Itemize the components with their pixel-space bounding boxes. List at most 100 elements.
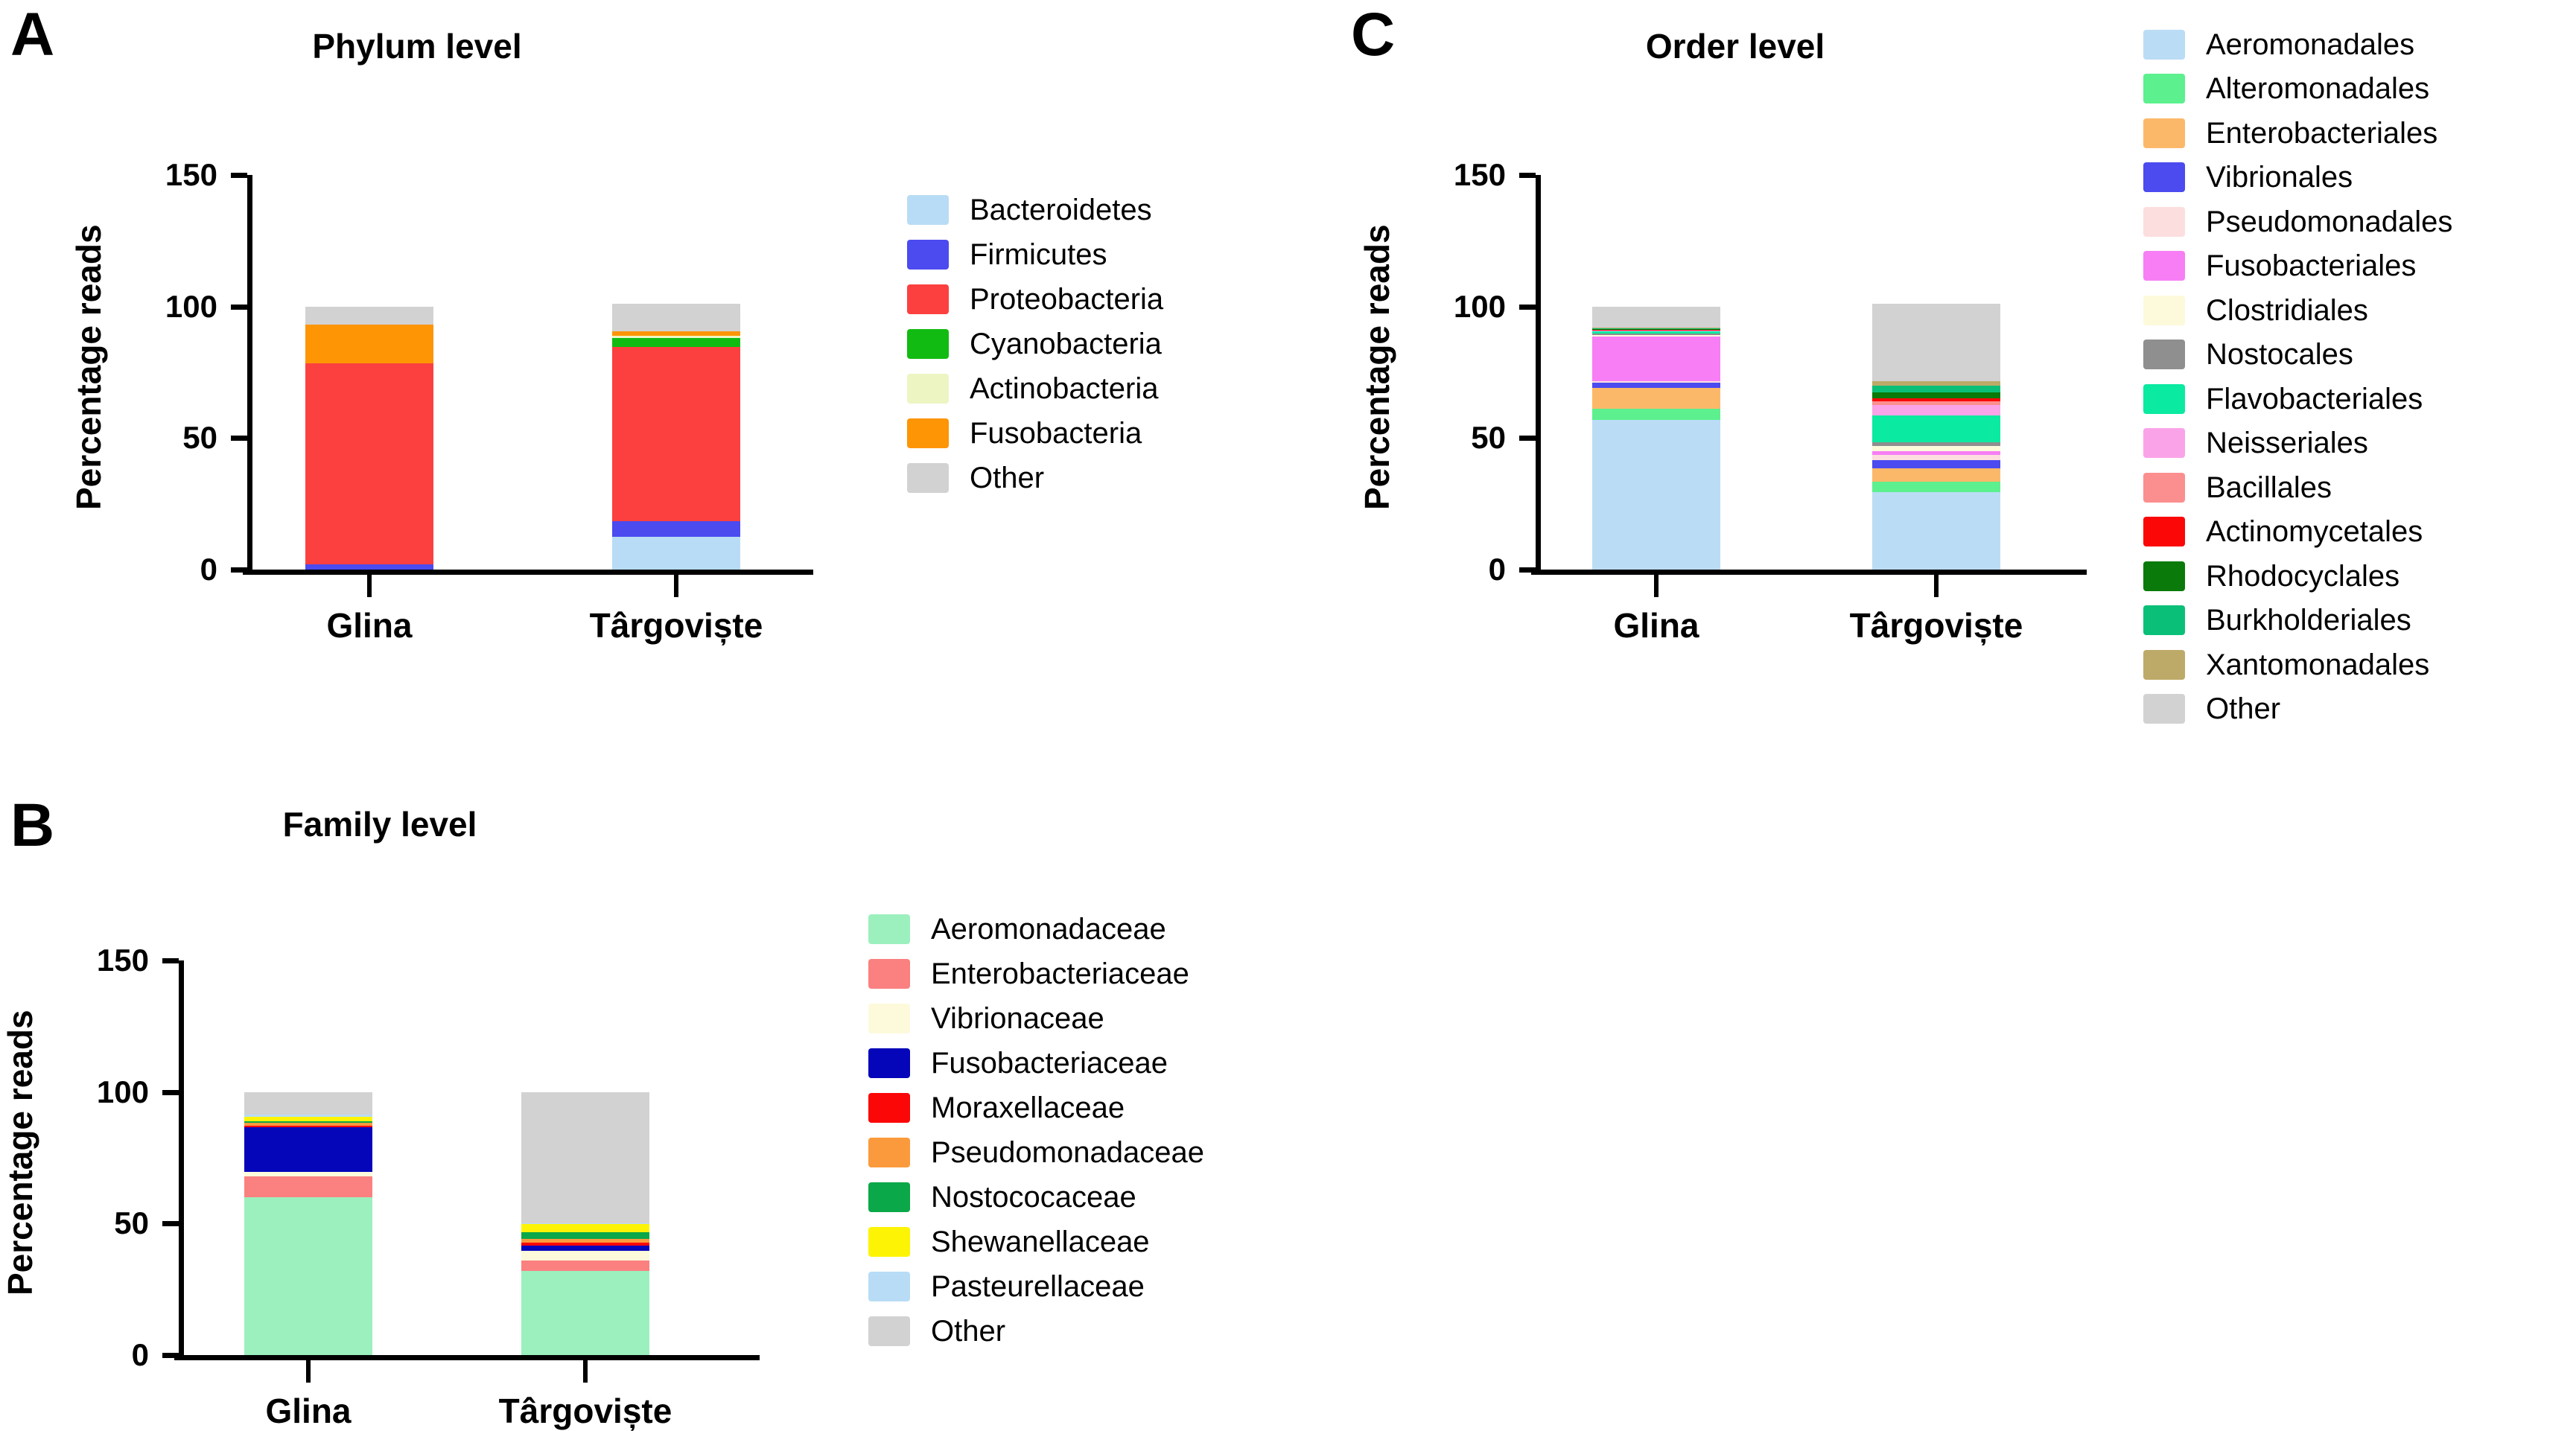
legend-item[interactable]: Xantomonadales — [2143, 643, 2452, 687]
bar-segment — [1592, 409, 1720, 420]
legend-item[interactable]: Fusobacteriales — [2143, 244, 2452, 289]
stacked-bar — [612, 304, 740, 570]
legend-item[interactable]: Other — [868, 1309, 1204, 1354]
legend-label: Vibrionaceae — [931, 1002, 1104, 1035]
legend-item[interactable]: Nostocales — [2143, 333, 2452, 377]
legend-item[interactable]: Actinobacteria — [907, 366, 1163, 411]
legend-item[interactable]: Firmicutes — [907, 232, 1163, 277]
x-axis-label: Târgoviște — [498, 1392, 672, 1430]
legend-swatch-icon — [868, 914, 910, 944]
y-tick-label: 50 — [114, 1205, 149, 1241]
legend-label: Other — [931, 1315, 1006, 1348]
stacked-bar — [1872, 304, 2000, 570]
legend-item[interactable]: Flavobacteriales — [2143, 377, 2452, 421]
legend-item[interactable]: Aeromonadales — [2143, 22, 2452, 67]
legend-item[interactable]: Enterobacteriales — [2143, 111, 2452, 156]
bar-segment — [1592, 306, 1720, 328]
legend-swatch-icon — [2143, 383, 2185, 414]
legend-item[interactable]: Alteromonadales — [2143, 67, 2452, 112]
legend-item[interactable]: Pseudomonadales — [2143, 200, 2452, 244]
y-tick — [162, 1089, 179, 1095]
y-tick-label: 50 — [1471, 420, 1506, 456]
legend-item[interactable]: Vibrionaceae — [868, 996, 1204, 1041]
y-tick — [231, 304, 247, 310]
legend-item[interactable]: Enterobacteriaceae — [868, 952, 1204, 996]
legend-label: Fusobacteriaceae — [931, 1047, 1168, 1080]
x-axis-label: Târgoviște — [589, 606, 763, 645]
bar-segment — [521, 1246, 649, 1252]
legend-item[interactable]: Other — [2143, 687, 2452, 732]
legend-item[interactable]: Burkholderiales — [2143, 599, 2452, 643]
legend-item[interactable]: Shewanellaceae — [868, 1220, 1204, 1264]
bar-segment — [612, 520, 740, 537]
y-tick — [231, 173, 247, 178]
bar-segment — [1872, 442, 2000, 446]
legend-item[interactable]: Actinomycetales — [2143, 510, 2452, 555]
legend-item[interactable]: Fusobacteria — [907, 411, 1163, 456]
legend-label: Enterobacteriales — [2206, 116, 2438, 150]
legend-item[interactable]: Pasteurellaceae — [868, 1264, 1204, 1309]
legend-item[interactable]: Pseudomonadaceae — [868, 1130, 1204, 1175]
legend-item[interactable]: Clostridiales — [2143, 288, 2452, 333]
legend-label: Nostococaceae — [931, 1181, 1136, 1214]
legend-item[interactable]: Nostococaceae — [868, 1175, 1204, 1220]
y-tick — [1519, 173, 1536, 178]
bar-segment — [1592, 336, 1720, 381]
bar-segment — [612, 304, 740, 332]
legend-item[interactable]: Bacteroidetes — [907, 188, 1163, 232]
legend-label: Other — [970, 462, 1045, 494]
y-axis-line — [1536, 175, 1541, 570]
y-tick — [162, 958, 179, 963]
bar-segment — [612, 347, 740, 521]
x-axis-label: Glina — [265, 1392, 352, 1430]
legend-swatch-icon — [2143, 561, 2185, 591]
x-tick — [1934, 575, 1939, 597]
legend-item[interactable]: Vibrionales — [2143, 156, 2452, 200]
bar-segment — [1872, 468, 2000, 482]
bar-segment — [305, 363, 433, 564]
bar-segment — [612, 331, 740, 336]
y-tick-label: 100 — [1453, 288, 1506, 324]
bar-segment — [305, 306, 433, 325]
bar-segment — [1592, 419, 1720, 570]
bar-segment — [244, 1197, 372, 1355]
x-tick — [583, 1360, 588, 1383]
stacked-bar — [521, 1091, 649, 1355]
legend-label: Burkholderiales — [2206, 604, 2411, 637]
y-tick-label: 50 — [182, 420, 217, 456]
legend-label: Pseudomonadales — [2206, 205, 2453, 238]
legend-label: Neisseriales — [2206, 427, 2368, 460]
y-tick — [1519, 436, 1536, 442]
legend-item[interactable]: Other — [907, 456, 1163, 500]
x-axis-line — [243, 570, 813, 575]
panel-c-letter: C — [1351, 1, 1395, 68]
y-tick — [231, 567, 247, 573]
panel-b-letter: B — [10, 791, 54, 859]
y-tick-label: 0 — [200, 552, 217, 587]
bar-segment — [244, 1114, 372, 1118]
legend-swatch-icon — [2143, 694, 2185, 724]
bar-segment — [305, 325, 433, 363]
legend-swatch-icon — [907, 463, 949, 493]
legend-label: Alteromonadales — [2206, 72, 2430, 106]
legend-item[interactable]: Bacillales — [2143, 465, 2452, 510]
legend-swatch-icon — [2143, 74, 2185, 104]
bar-segment — [1872, 304, 2000, 382]
legend-item[interactable]: Aeromonadaceae — [868, 907, 1204, 952]
legend-item[interactable]: Cyanobacteria — [907, 322, 1163, 366]
legend-swatch-icon — [907, 374, 949, 404]
legend-item[interactable]: Proteobacteria — [907, 277, 1163, 322]
legend-label: Enterobacteriaceae — [931, 957, 1189, 990]
legend-item[interactable]: Rhodocyclales — [2143, 554, 2452, 599]
legend-item[interactable]: Moraxellaceae — [868, 1086, 1204, 1130]
bar-segment — [521, 1270, 649, 1355]
bar-segment — [1872, 381, 2000, 386]
legend-label: Moraxellaceae — [931, 1091, 1125, 1124]
legend-item[interactable]: Neisseriales — [2143, 421, 2452, 466]
x-tick — [367, 575, 372, 597]
bar-segment — [1592, 380, 1720, 383]
legend-item[interactable]: Fusobacteriaceae — [868, 1041, 1204, 1086]
